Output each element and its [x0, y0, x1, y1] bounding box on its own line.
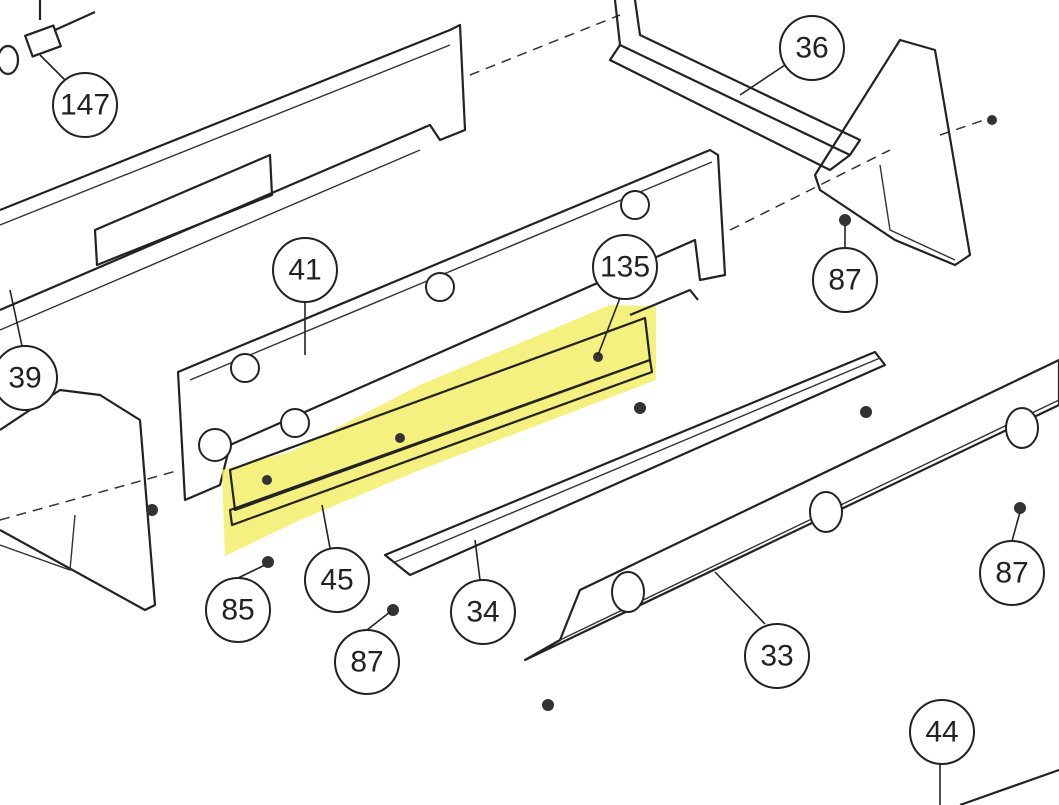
callout-label: 44	[925, 716, 958, 749]
callout-87-bottom: 87	[334, 629, 400, 695]
callout-85: 85	[205, 577, 271, 643]
callout-label: 41	[288, 254, 321, 287]
part-44-edge	[959, 768, 1059, 805]
callout-36: 36	[779, 15, 845, 81]
callout-label: 33	[760, 640, 793, 673]
callout-45: 45	[304, 547, 370, 613]
callout-label: 36	[795, 32, 828, 65]
callout-label: 85	[221, 594, 254, 627]
assembly-line	[729, 149, 891, 231]
callout-label: 39	[8, 362, 41, 395]
part-side-frame-left	[0, 388, 157, 612]
callout-label: 135	[600, 251, 650, 284]
part-45-rail	[228, 288, 699, 527]
part-45-highlight	[222, 305, 656, 556]
callout-39: 39	[0, 345, 58, 411]
callout-41: 41	[272, 237, 338, 303]
callout-135: 135	[592, 234, 658, 300]
screws	[146, 115, 1026, 711]
callout-34: 34	[450, 579, 516, 645]
callout-label: 87	[828, 264, 861, 297]
callout-label: 147	[60, 89, 110, 122]
part-147-fitting	[0, 0, 96, 76]
callout-label: 87	[350, 646, 383, 679]
callout-label: 87	[995, 557, 1028, 590]
part-rear-panel	[0, 23, 467, 331]
leader-lines	[9, 54, 1021, 805]
part-36-bracket	[608, 0, 972, 267]
callout-label: 34	[466, 596, 499, 629]
callout-147: 147	[52, 72, 118, 138]
part-33-channel	[523, 358, 1059, 662]
callout-33: 33	[744, 623, 810, 689]
callout-label: 45	[320, 564, 353, 597]
assembly-line	[469, 14, 621, 76]
callout-87-upper-right: 87	[812, 247, 878, 313]
part-41-panel	[176, 148, 727, 502]
callout-44: 44	[909, 699, 975, 765]
part-34-rail	[383, 350, 887, 577]
assembly-line	[0, 469, 181, 521]
callout-87-right: 87	[979, 540, 1045, 606]
